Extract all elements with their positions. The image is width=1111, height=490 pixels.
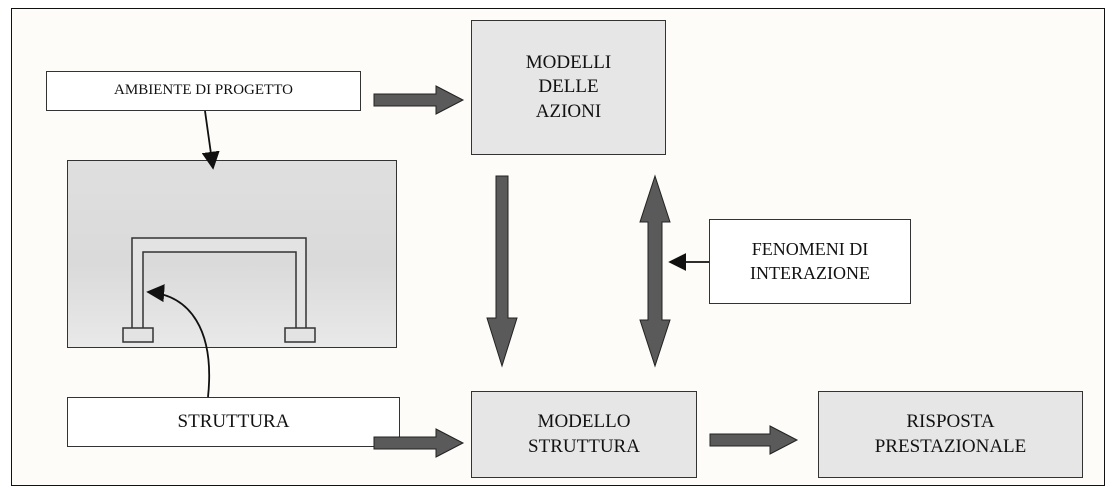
ambiente-di-progetto-label: AMBIENTE DI PROGETTO	[114, 82, 293, 99]
risposta-prestazionale-label: RISPOSTA PRESTAZIONALE	[874, 411, 1027, 457]
design-environment-scene	[67, 160, 397, 348]
modelli-delle-azioni-label: MODELLI DELLE AZIONI	[525, 52, 612, 122]
ambiente-di-progetto-box: AMBIENTE DI PROGETTO	[46, 71, 361, 111]
risposta-prestazionale-box: RISPOSTA PRESTAZIONALE	[818, 391, 1083, 478]
struttura-label: STRUTTURA	[177, 410, 290, 432]
modelli-delle-azioni-box: MODELLI DELLE AZIONI	[471, 20, 666, 155]
fenomeni-di-interazione-box: FENOMENI DI INTERAZIONE	[709, 219, 911, 304]
modello-struttura-box: MODELLO STRUTTURA	[471, 391, 697, 478]
struttura-box: STRUTTURA	[67, 397, 400, 447]
modello-struttura-label: MODELLO STRUTTURA	[528, 411, 640, 457]
fenomeni-di-interazione-label: FENOMENI DI INTERAZIONE	[750, 239, 870, 283]
